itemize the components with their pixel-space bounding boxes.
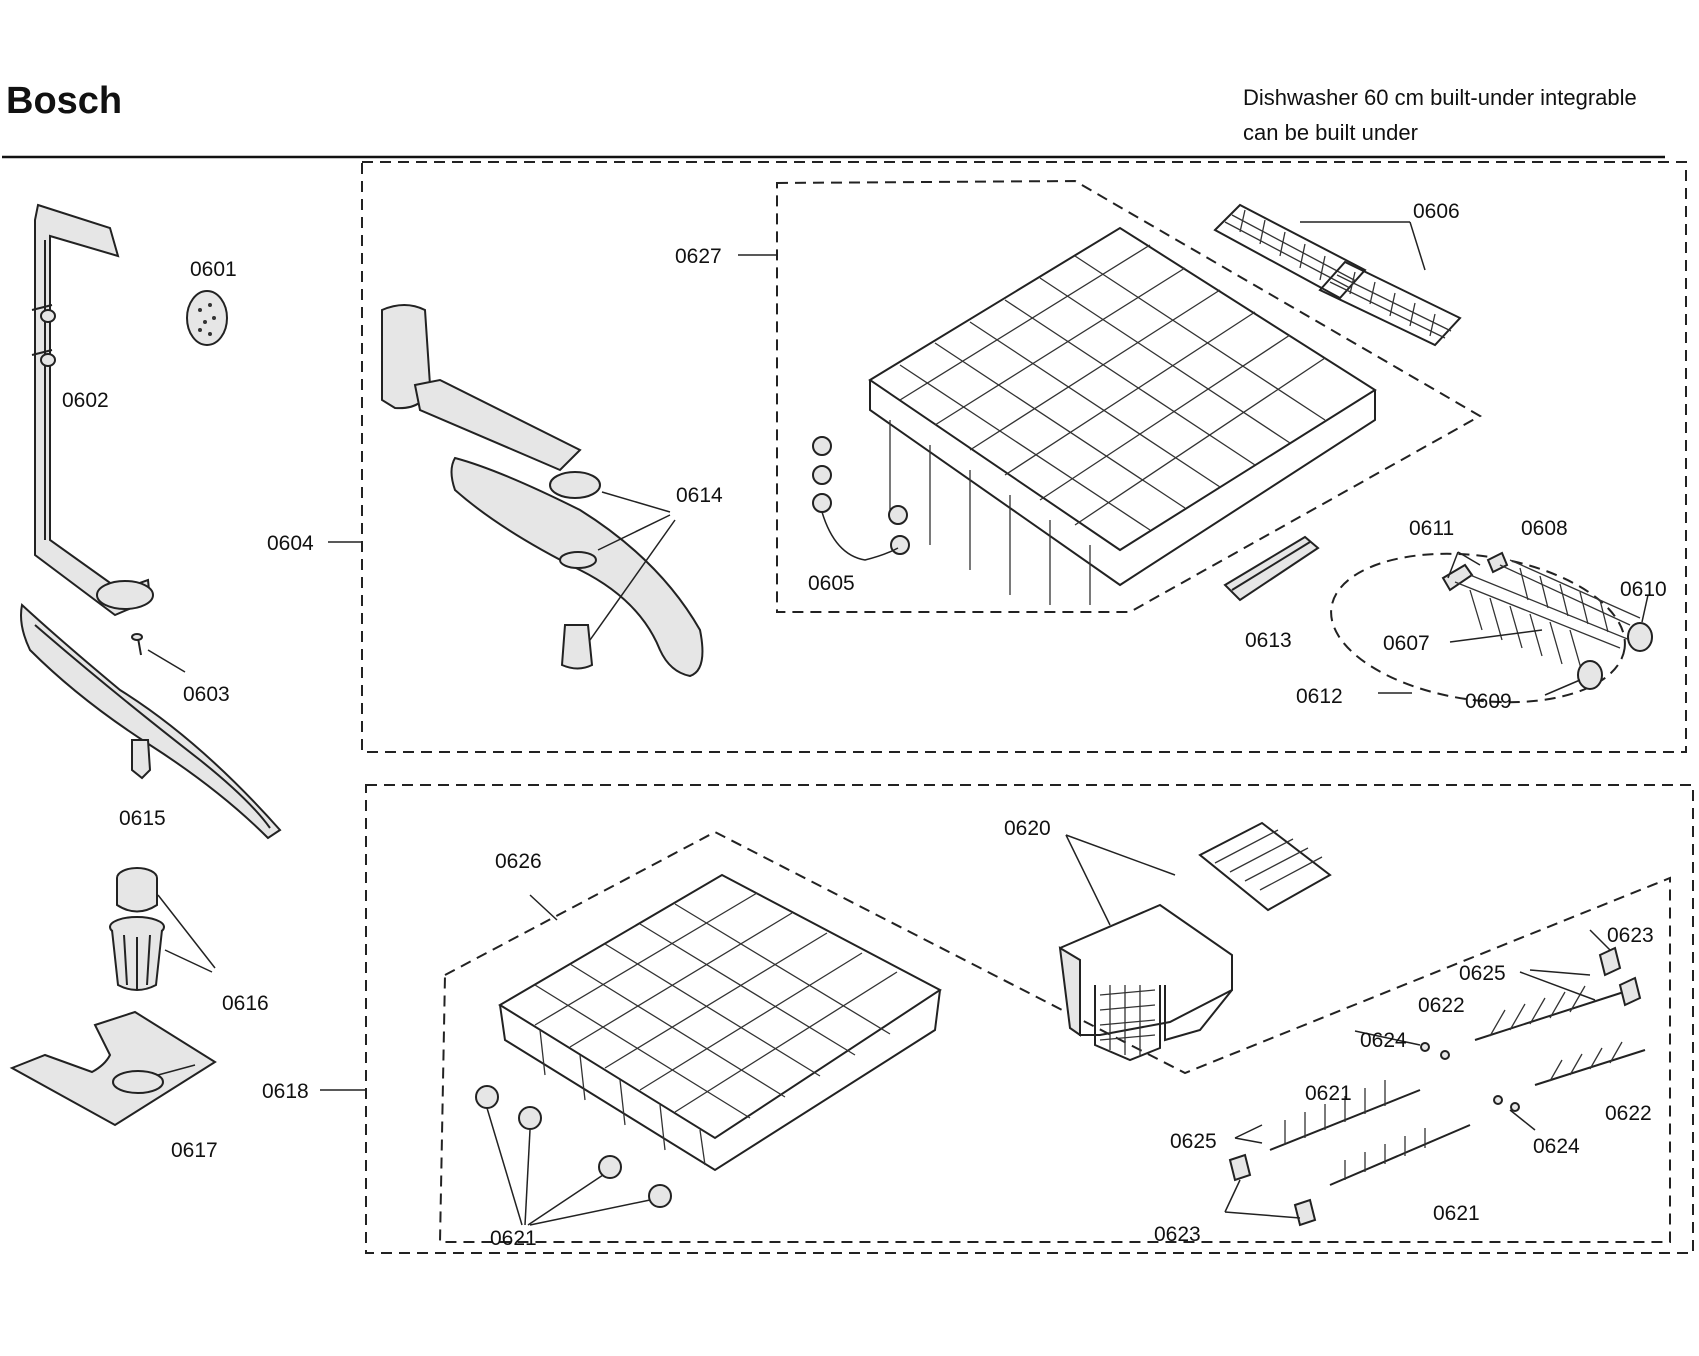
label-0606: 0606	[1413, 200, 1460, 223]
label-0623-right: 0623	[1607, 924, 1654, 947]
holder-group-outline	[1330, 552, 1626, 704]
lower-tine-racks-part	[1224, 929, 1646, 1227]
label-0604: 0604	[267, 532, 314, 555]
cover-plate-part	[9, 1010, 217, 1127]
upper-spray-arm-part	[381, 304, 704, 678]
upper-basket-group-box	[776, 179, 1483, 613]
label-0617: 0617	[171, 1139, 218, 1162]
spray-pipe-part	[31, 203, 154, 617]
label-0610: 0610	[1620, 578, 1667, 601]
label-0615: 0615	[119, 807, 166, 830]
cup-shelf-part	[1441, 551, 1653, 696]
label-0611: 0611	[1409, 517, 1454, 540]
brand-title: Bosch	[6, 80, 123, 122]
lower-spray-arm-part	[20, 603, 282, 840]
screw-part	[131, 633, 186, 673]
tine-rack-part	[1213, 203, 1462, 347]
label-0621-basket: 0621	[490, 1227, 537, 1250]
basket-handle-part	[1223, 535, 1320, 602]
label-0620: 0620	[1004, 817, 1051, 840]
label-0625-right: 0625	[1459, 962, 1506, 985]
label-0607: 0607	[1383, 632, 1430, 655]
model-description: Dishwasher 60 cm built-under integrable …	[1243, 80, 1637, 150]
label-0608: 0608	[1521, 517, 1568, 540]
label-0625-left: 0625	[1170, 1130, 1217, 1153]
lower-section-box	[365, 784, 1694, 1254]
label-0622-upper: 0622	[1418, 994, 1465, 1017]
label-0627: 0627	[675, 245, 722, 268]
label-0624-lower: 0624	[1533, 1135, 1580, 1158]
description-line-1: Dishwasher 60 cm built-under integrable	[1243, 85, 1637, 110]
description-line-2: can be built under	[1243, 120, 1418, 145]
label-0626: 0626	[495, 850, 542, 873]
upper-basket-part	[812, 226, 1377, 605]
label-0622-lower: 0622	[1605, 1102, 1652, 1125]
lower-basket-group-box	[438, 830, 1671, 1243]
filter-assembly-part	[109, 867, 216, 991]
label-0621-upper-rack: 0621	[1305, 1082, 1352, 1105]
label-0605: 0605	[808, 572, 855, 595]
label-0624-upper: 0624	[1360, 1029, 1407, 1052]
filter-disc-part	[186, 290, 228, 346]
label-0616: 0616	[222, 992, 269, 1015]
label-0614: 0614	[676, 484, 723, 507]
label-0613: 0613	[1245, 629, 1292, 652]
lower-basket-part	[475, 873, 942, 1226]
label-0623-left: 0623	[1154, 1223, 1201, 1246]
label-0612: 0612	[1296, 685, 1343, 708]
upper-section-box	[361, 161, 1687, 753]
label-0602: 0602	[62, 389, 109, 412]
label-0621-lower-rack: 0621	[1433, 1202, 1480, 1225]
label-0601: 0601	[190, 258, 237, 281]
label-0609: 0609	[1465, 690, 1512, 713]
label-0603: 0603	[183, 683, 230, 706]
label-0618: 0618	[262, 1080, 309, 1103]
cutlery-basket-part	[1058, 821, 1332, 1062]
